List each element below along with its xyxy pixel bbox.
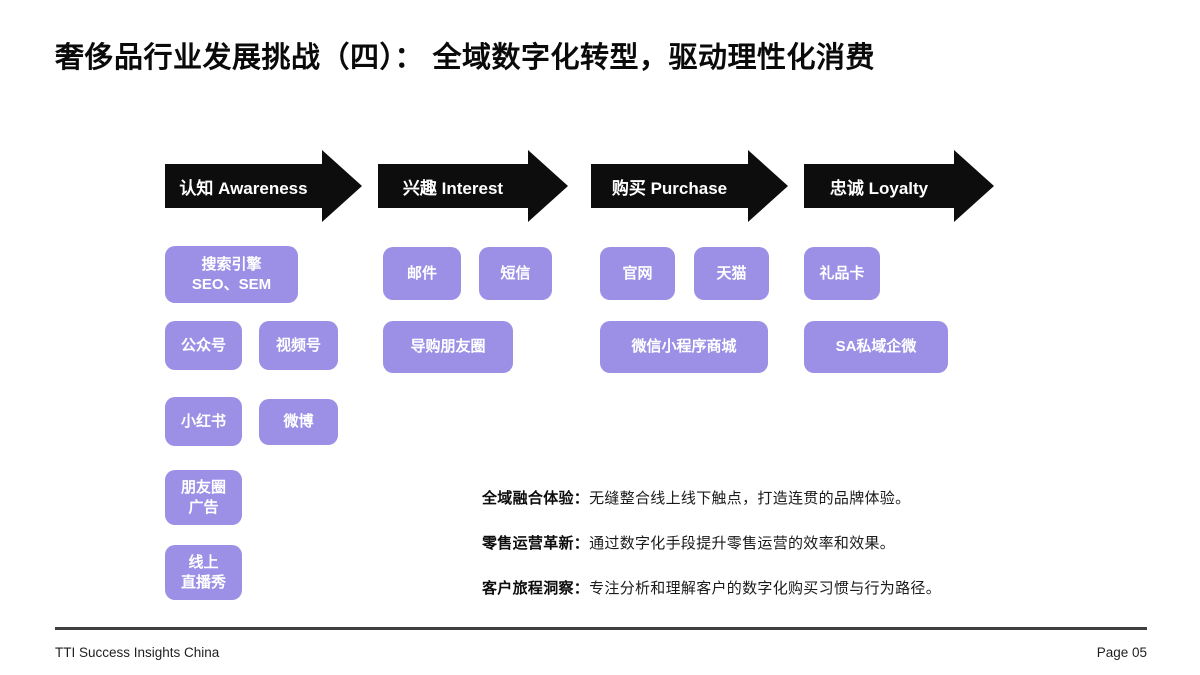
footer-divider (55, 627, 1147, 630)
funnel-stage-interest: 兴趣 Interest (378, 150, 568, 222)
channel-chip-moments-ads: 朋友圈 广告 (165, 470, 242, 525)
arrow-head-icon (528, 150, 568, 222)
insight-label: 全域融合体验： (482, 490, 590, 507)
channel-chip-seo-sem: 搜索引擎 SEO、SEM (165, 246, 298, 303)
channel-chip-weibo: 微博 (259, 399, 338, 445)
insight-text: 专注分析和理解客户的数字化购买习惯与行为路径。 (589, 580, 942, 597)
channel-chip-sms: 短信 (479, 247, 552, 300)
channel-chip-xiaohongshu: 小红书 (165, 397, 242, 446)
insight-line-omni-experience: 全域融合体验：无缝整合线上线下触点，打造连贯的品牌体验。 (482, 487, 910, 508)
channel-chip-livestream: 线上 直播秀 (165, 545, 242, 600)
insight-label: 客户旅程洞察： (482, 580, 590, 597)
channel-chip-gongzhonghao: 公众号 (165, 321, 242, 370)
channel-chip-guide-moments: 导购朋友圈 (383, 321, 513, 373)
channel-chip-official-site: 官网 (600, 247, 675, 300)
insight-label: 零售运营革新： (482, 535, 590, 552)
channel-chip-sa-private-wecom: SA私域企微 (804, 321, 948, 373)
channel-chip-tmall: 天猫 (694, 247, 769, 300)
stage-label-purchase: 购买 Purchase (591, 164, 748, 208)
channel-chip-shipinhao: 视频号 (259, 321, 338, 370)
funnel-stage-loyalty: 忠诚 Loyalty (804, 150, 994, 222)
arrow-head-icon (954, 150, 994, 222)
arrow-head-icon (748, 150, 788, 222)
channel-chip-wechat-mini-mall: 微信小程序商城 (600, 321, 768, 373)
stage-label-awareness: 认知 Awareness (165, 164, 322, 208)
arrow-head-icon (322, 150, 362, 222)
page-title: 奢侈品行业发展挑战（四）： 全域数字化转型，驱动理性化消费 (55, 42, 876, 74)
stage-label-loyalty: 忠诚 Loyalty (804, 164, 954, 208)
footer-page-number: Page 05 (1096, 645, 1147, 660)
funnel-stage-purchase: 购买 Purchase (591, 150, 788, 222)
insight-line-customer-journey: 客户旅程洞察：专注分析和理解客户的数字化购买习惯与行为路径。 (482, 577, 941, 598)
channel-chip-email: 邮件 (383, 247, 461, 300)
footer-brand: TTI Success Insights China (55, 645, 220, 660)
funnel-stage-awareness: 认知 Awareness (165, 150, 362, 222)
stage-label-interest: 兴趣 Interest (378, 164, 528, 208)
channel-chip-gift-card: 礼品卡 (804, 247, 880, 300)
insight-line-retail-innovation: 零售运营革新：通过数字化手段提升零售运营的效率和效果。 (482, 532, 895, 553)
insight-text: 通过数字化手段提升零售运营的效率和效果。 (589, 535, 896, 552)
insight-text: 无缝整合线上线下触点，打造连贯的品牌体验。 (589, 490, 911, 507)
